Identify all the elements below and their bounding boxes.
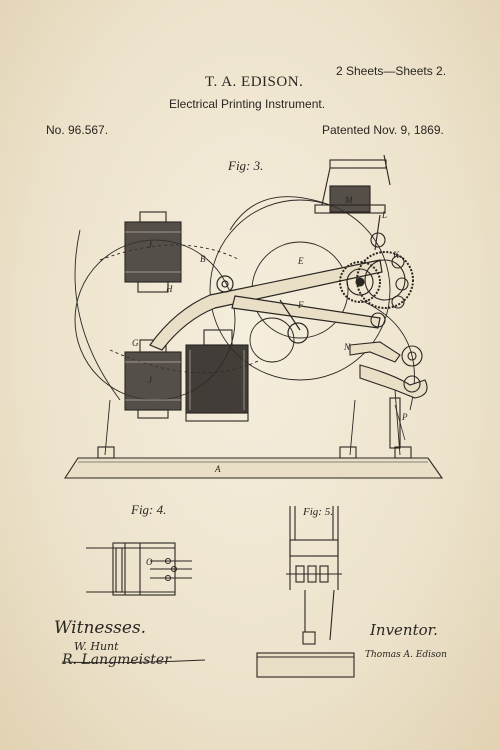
label-l: L (381, 210, 387, 220)
label-k: K (392, 250, 400, 260)
witness-signature-2: R. Langmeister (62, 652, 171, 668)
witnesses-label: Witnesses. (54, 618, 147, 638)
label-a: A (214, 464, 221, 474)
signature-flourish (61, 659, 206, 664)
label-p: P (401, 412, 408, 422)
label-b: B (200, 254, 206, 264)
figure-4-drawing (86, 542, 192, 596)
figure-5-drawing (256, 506, 355, 678)
sheet-count: 2 Sheets—Sheets 2. (336, 64, 447, 78)
upper-electromagnet (124, 211, 182, 293)
patent-date: Patented Nov. 9, 1869. (322, 123, 444, 137)
patent-title: Electrical Printing Instrument. (169, 97, 326, 111)
label-g: G (132, 338, 139, 348)
figure-4-caption: Fig: 4. (131, 502, 167, 517)
label-n: N (343, 342, 351, 352)
lower-electromagnet (124, 339, 182, 419)
label-j-bottom: J (148, 375, 153, 385)
label-o: O (146, 557, 153, 567)
label-f: F (297, 300, 304, 310)
witness-signature-1: W. Hunt (74, 640, 119, 653)
inventor-label: Inventor. (370, 621, 438, 639)
top-magnet-m (314, 154, 391, 251)
label-j-top: J (148, 240, 153, 250)
inventor-name: T. A. EDISON. (205, 74, 304, 90)
gear-train (339, 232, 414, 328)
figure-5-caption: Fig: 5. (303, 506, 333, 518)
right-mechanism (349, 341, 428, 449)
figure-3-caption: Fig: 3. (228, 158, 264, 173)
inventor-signature: Thomas A. Edison (365, 650, 447, 660)
patent-number: No. 96.567. (46, 123, 109, 137)
large-coil (185, 329, 249, 422)
label-e: E (297, 256, 304, 266)
label-h: H (165, 284, 173, 294)
base-plate (63, 446, 444, 479)
lever-arm (149, 259, 383, 351)
label-m: M (344, 195, 353, 205)
